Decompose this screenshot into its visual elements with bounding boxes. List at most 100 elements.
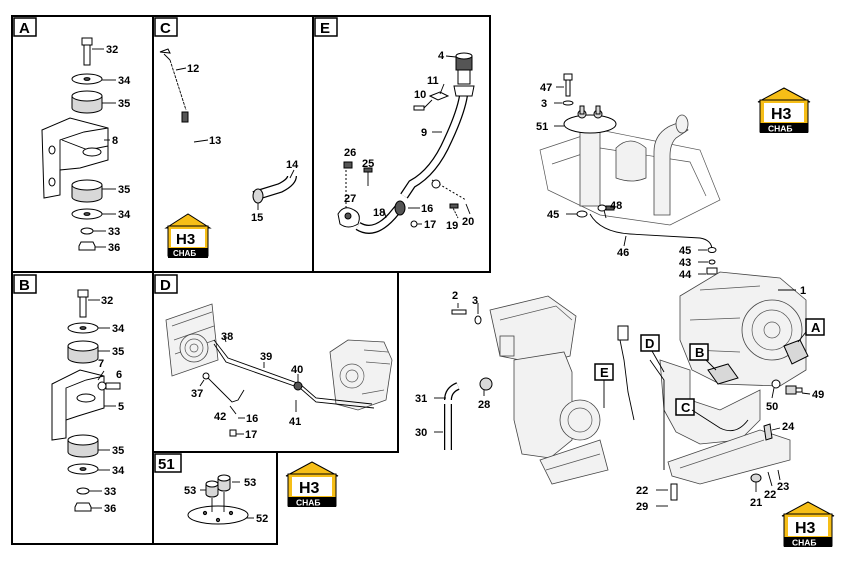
lock-washer bbox=[80, 227, 94, 235]
part-number-label: 3 bbox=[541, 98, 547, 110]
engine-block bbox=[329, 339, 393, 411]
part-number-label: 21 bbox=[750, 497, 762, 509]
part-number-label: 45 bbox=[679, 245, 691, 257]
ref-a-callout bbox=[805, 318, 825, 336]
panel-e-frame bbox=[312, 15, 491, 273]
part-number-label: 37 bbox=[191, 388, 203, 400]
part-number-label: 8 bbox=[112, 135, 118, 147]
label-text: СНАБ bbox=[768, 124, 793, 134]
part-number-label: 12 bbox=[187, 63, 199, 75]
part-number-label: 7 bbox=[98, 358, 104, 370]
label-text: СНАБ bbox=[792, 538, 817, 548]
center-frame bbox=[513, 351, 573, 459]
part-number-label: 53 bbox=[184, 485, 196, 497]
logo: H3 СНАБ bbox=[285, 461, 339, 508]
part-number-label: 24 bbox=[782, 421, 795, 433]
part-number-label: 33 bbox=[108, 226, 120, 238]
mounting-plate bbox=[187, 505, 249, 525]
part-number-label: 41 bbox=[289, 416, 301, 428]
label-text: A bbox=[811, 320, 821, 335]
panel-label-b: B bbox=[13, 274, 37, 294]
hose-clamp bbox=[252, 188, 264, 204]
part-number-label: 35 bbox=[118, 98, 130, 110]
panel-label-d: D bbox=[154, 274, 178, 294]
mount-bracket bbox=[41, 117, 109, 199]
part-number-label: 31 bbox=[415, 393, 427, 405]
panel-e-drawing: 4 9 11 10 26 25 27 18 16 17 bbox=[337, 50, 475, 234]
label-text: 51 bbox=[158, 456, 175, 473]
part-number-label: 38 bbox=[221, 331, 233, 343]
part-number-label: 33 bbox=[104, 486, 116, 498]
logo: H3 СНАБ bbox=[757, 87, 811, 134]
hose bbox=[252, 175, 296, 200]
part-number-label: 15 bbox=[251, 212, 263, 224]
pre-cleaner bbox=[615, 140, 647, 182]
mount-bracket bbox=[51, 369, 105, 441]
panel-frames bbox=[11, 15, 491, 545]
part-number-label: 29 bbox=[636, 501, 648, 513]
part-number-label: 34 bbox=[118, 209, 131, 221]
rubber-bushing bbox=[217, 478, 231, 492]
part-number-label: 16 bbox=[246, 413, 258, 425]
part-number-label: 5 bbox=[118, 401, 124, 413]
line-fitting bbox=[293, 381, 303, 391]
ref-d-callout bbox=[640, 334, 660, 352]
part-number-label: 35 bbox=[112, 346, 124, 358]
label-text: A bbox=[19, 20, 30, 37]
panel-51-frame bbox=[152, 451, 278, 545]
ref-b-callout bbox=[689, 343, 709, 361]
part-number-label: 44 bbox=[679, 269, 692, 281]
label-text: C bbox=[681, 400, 691, 415]
panel-label-a: A bbox=[13, 17, 37, 37]
part-number-label: 36 bbox=[104, 503, 116, 515]
part-number-label: 50 bbox=[766, 401, 778, 413]
label-text: СНАБ bbox=[296, 498, 321, 508]
tube-bracket bbox=[428, 91, 450, 101]
part-number-label: 14 bbox=[286, 159, 299, 171]
part-number-label: 2 bbox=[452, 290, 458, 302]
nut bbox=[78, 241, 96, 251]
part-number-label: 46 bbox=[617, 247, 629, 259]
frame-rail bbox=[667, 429, 791, 485]
part-number-label: 35 bbox=[112, 445, 124, 457]
part-number-label: 51 bbox=[536, 121, 548, 133]
part-number-label: 13 bbox=[209, 135, 221, 147]
label-text: C bbox=[160, 20, 171, 37]
part-number-label: 34 bbox=[118, 75, 131, 87]
part-number-label: 36 bbox=[108, 242, 120, 254]
main-assembly: 51 47 3 45 48 46 45 43 44 bbox=[415, 73, 825, 513]
part-number-label: 23 bbox=[777, 481, 789, 493]
part-number-label: 53 bbox=[244, 477, 256, 489]
label-text: H3 bbox=[795, 520, 816, 537]
part-number-label: 48 bbox=[610, 200, 622, 212]
part-number-label: 27 bbox=[344, 193, 356, 205]
panel-label-51: 51 bbox=[154, 453, 182, 473]
part-number-label: 4 bbox=[438, 50, 445, 62]
part-number-label: 10 bbox=[414, 89, 426, 101]
part-number-label: 49 bbox=[812, 389, 824, 401]
label-text: B bbox=[695, 345, 704, 360]
part-number-label: 3 bbox=[472, 295, 478, 307]
part-number-label: 19 bbox=[446, 220, 458, 232]
label-text: E bbox=[320, 20, 330, 37]
label-text: D bbox=[645, 336, 654, 351]
part-number-label: 28 bbox=[478, 399, 490, 411]
part-number-label: 22 bbox=[764, 489, 776, 501]
part-number-label: 1 bbox=[800, 285, 806, 297]
part-number-label: 43 bbox=[679, 257, 691, 269]
part-number-label: 17 bbox=[424, 219, 436, 231]
bolt-head bbox=[81, 37, 93, 46]
part-number-label: 47 bbox=[540, 82, 552, 94]
engine-hood-frame bbox=[539, 129, 721, 226]
logo: H3 СНАБ bbox=[164, 213, 212, 258]
part-number-label: 25 bbox=[362, 158, 374, 170]
part-number-label: 11 bbox=[427, 75, 439, 87]
panel-label-c: C bbox=[154, 17, 178, 37]
drain-plug bbox=[479, 377, 493, 391]
label-text: H3 bbox=[176, 231, 195, 248]
rubber-bushing bbox=[205, 484, 219, 498]
panel-a-drawing: 32 34 35 8 35 34 33 36 bbox=[41, 37, 131, 254]
panel-label-e: E bbox=[314, 17, 338, 37]
label-text: B bbox=[19, 277, 30, 294]
